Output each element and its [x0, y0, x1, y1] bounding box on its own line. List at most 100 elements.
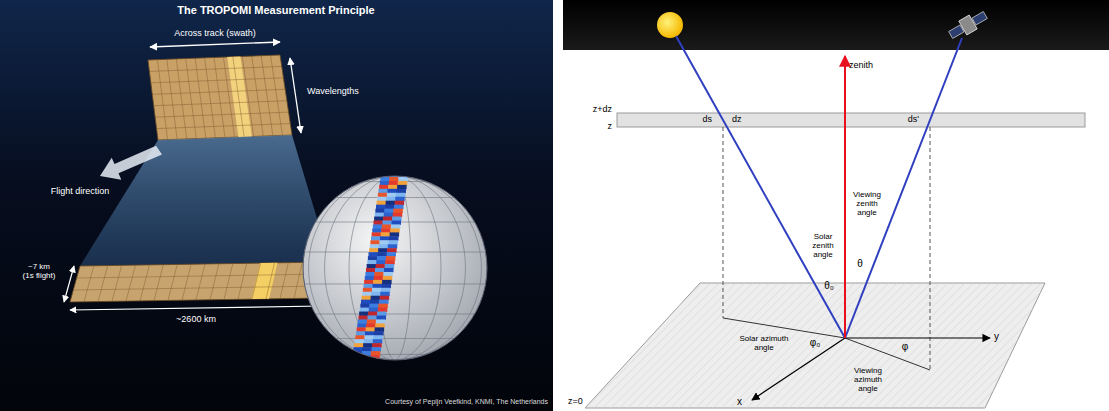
swath-pixel	[377, 312, 387, 316]
swath-pixel	[376, 205, 386, 209]
angle-symbol: φ	[902, 341, 908, 353]
satellite-body	[959, 15, 977, 35]
swath-pixel	[362, 296, 372, 300]
swath-pixel	[371, 292, 381, 296]
swath-pixel	[392, 221, 402, 225]
swath-pixel	[364, 339, 374, 343]
swath-pixel	[386, 201, 396, 205]
sun-projection-dash	[723, 127, 724, 318]
swath-pixel	[376, 264, 386, 268]
swath-pixel	[388, 244, 398, 248]
view-ray	[845, 38, 962, 338]
swath-pixel	[386, 256, 396, 260]
atmosphere-layer	[617, 113, 1085, 127]
height-label: z+dz	[593, 104, 612, 114]
swath-pixel	[375, 268, 385, 272]
swath-pixel	[372, 343, 382, 347]
light-beam	[80, 135, 330, 266]
zenith-line	[844, 56, 846, 338]
swath-pixel	[359, 312, 369, 316]
space-background	[0, 0, 553, 411]
swath-pixel	[367, 319, 377, 323]
swath-pixel	[393, 213, 403, 217]
dimension-label: ~2600 km	[176, 314, 216, 324]
swath-pixel	[389, 177, 399, 181]
swath-pixel	[360, 304, 370, 308]
swath-pixel	[378, 308, 388, 312]
globe-outline	[303, 176, 487, 360]
swath-pixel	[383, 217, 393, 221]
grid-line	[149, 66, 281, 71]
swath-pixel	[372, 288, 382, 292]
swath-pixel	[367, 260, 377, 264]
grid-line	[126, 265, 136, 301]
ground-plane	[585, 283, 1045, 408]
swath-pixel	[393, 209, 403, 213]
swath-pixel	[395, 201, 405, 205]
flight-arrow	[100, 146, 162, 180]
meridian	[325, 176, 466, 360]
swath-pixel	[372, 347, 382, 351]
swath-arrow	[150, 42, 280, 47]
swath-pixel	[374, 221, 384, 225]
grid-line	[205, 58, 216, 138]
angle-symbol: θ	[857, 258, 863, 270]
swath-pixel	[382, 224, 392, 228]
grid-panel	[148, 55, 292, 140]
swath-pixel	[361, 359, 371, 363]
swath-pixel	[366, 323, 376, 327]
path-label: ds'	[908, 114, 919, 124]
axis-name: y	[994, 331, 999, 343]
credit-note: Courtesy of Pepijn Veefkind, KNMI, The N…	[385, 398, 548, 406]
height-label: z	[608, 121, 613, 131]
sun-ray	[676, 36, 845, 338]
grid-line	[266, 263, 274, 299]
swath-pixel	[383, 276, 393, 280]
swath-pixel	[394, 205, 404, 209]
swath-pixel	[385, 260, 395, 264]
swath-pixel	[372, 228, 382, 232]
satellite	[947, 8, 990, 42]
swath-pixel	[373, 280, 383, 284]
swath-pixel	[383, 272, 393, 276]
swath-pixel	[368, 312, 378, 316]
angle-label: Solar zenith angle	[807, 232, 839, 260]
swath-pixel	[373, 284, 383, 288]
angle-label: Solar azimuth angle	[733, 334, 795, 352]
swath-pixel	[373, 339, 383, 343]
swath-pixel	[371, 236, 381, 240]
swath-pixel	[389, 181, 399, 185]
swath-pixel	[379, 244, 389, 248]
swath-pixel	[397, 185, 407, 189]
swath-pixel	[384, 213, 394, 217]
grid-line	[294, 262, 302, 298]
angle-symbol: φ₀	[810, 337, 821, 349]
swath-pixel	[390, 228, 400, 232]
swath-pixel	[362, 292, 372, 296]
swath-pixel	[378, 193, 388, 197]
grid-line	[140, 265, 149, 301]
dimension-label: ~7 km (1s flight)	[22, 262, 56, 280]
swath-pixel	[366, 327, 376, 331]
grid-line	[261, 56, 273, 136]
grid-line	[157, 60, 167, 140]
plane-label: z=0	[568, 396, 583, 406]
swath-pixel	[365, 276, 375, 280]
swath-pixel	[397, 189, 407, 193]
swath-pixel	[378, 248, 388, 252]
swath-pixel	[359, 316, 369, 320]
swath-pixel	[381, 232, 391, 236]
parallel	[336, 338, 454, 339]
swath-pixel	[371, 351, 381, 355]
swath-pixel	[375, 323, 385, 327]
swath-pixel	[374, 217, 384, 221]
swath-pixel	[357, 327, 367, 331]
grid-line	[238, 263, 247, 299]
meridian	[309, 176, 482, 360]
swath-pixel	[380, 181, 390, 185]
ground-swath	[70, 262, 330, 302]
swath-pixel	[385, 205, 395, 209]
swath-pixel	[370, 240, 380, 244]
swath-pixel	[398, 177, 408, 181]
swath-pixel	[376, 260, 386, 264]
